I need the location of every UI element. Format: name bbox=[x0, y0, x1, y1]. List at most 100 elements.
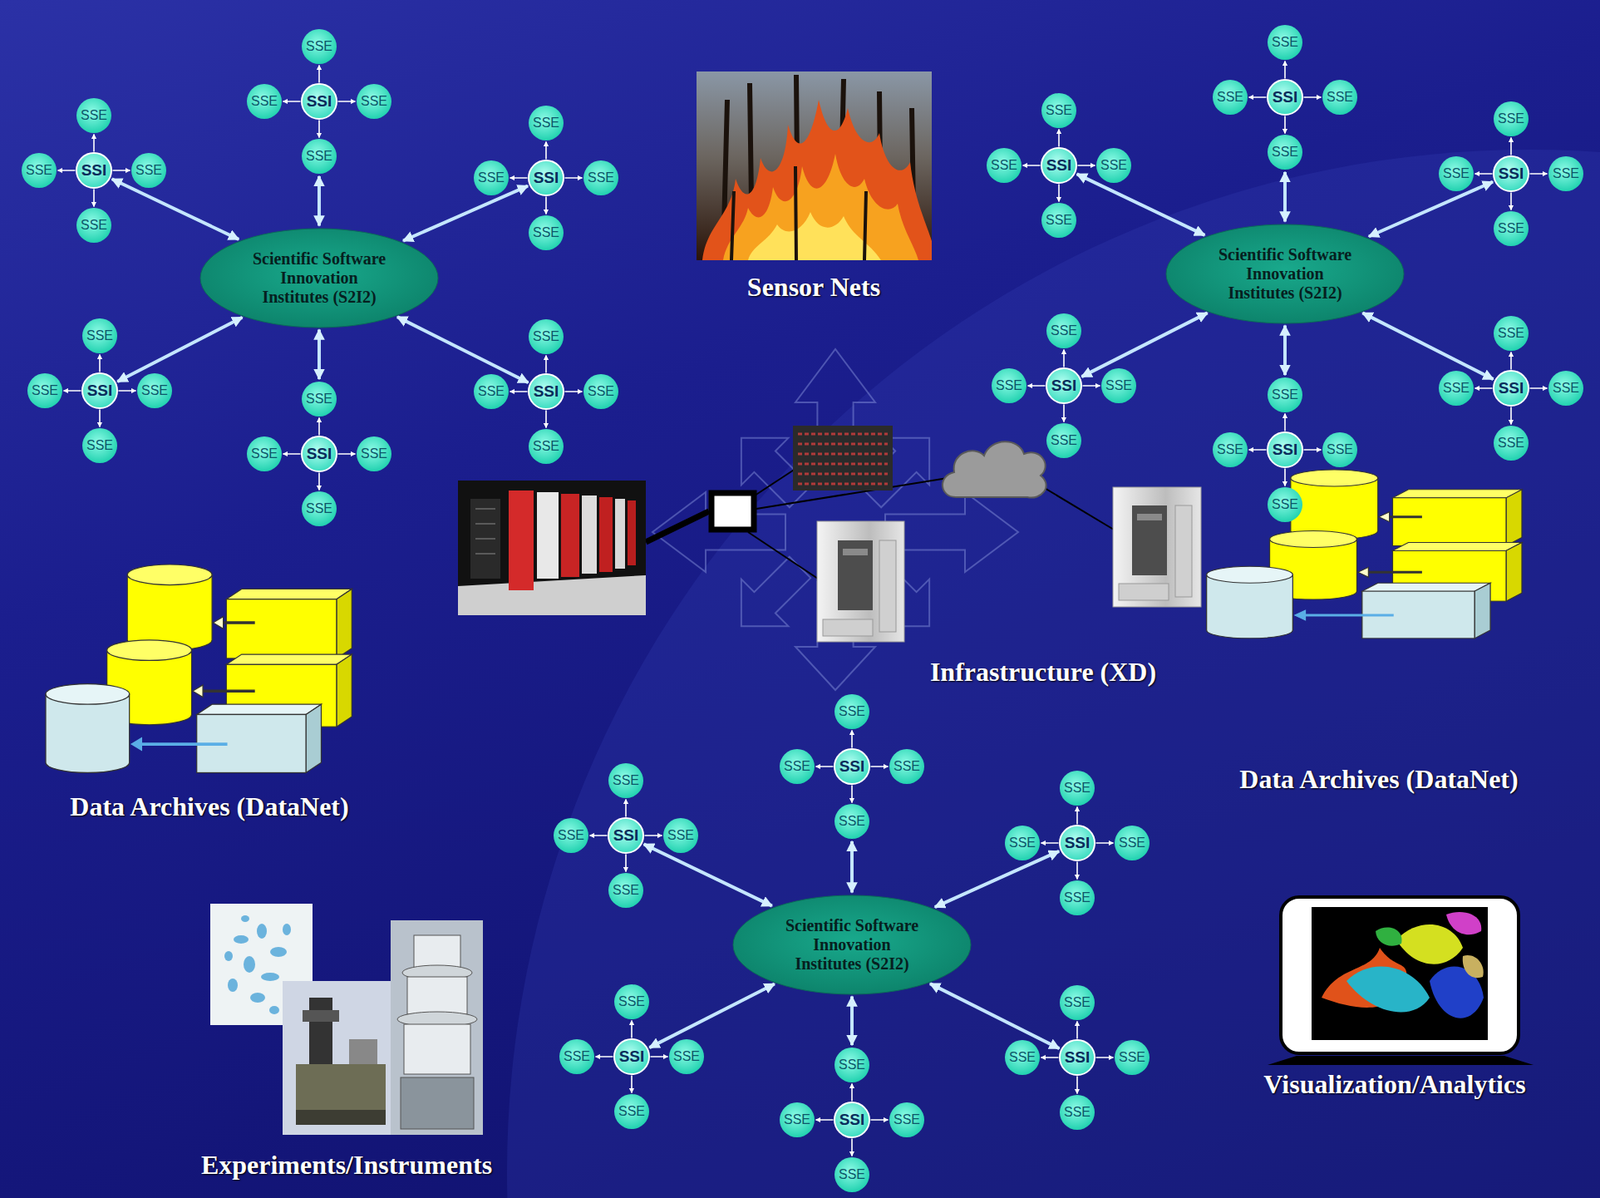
sse-circle: SSE bbox=[472, 373, 510, 410]
storage-server bbox=[1112, 487, 1202, 607]
circle-shape bbox=[889, 1102, 925, 1138]
sse-circle: SSE bbox=[662, 817, 700, 854]
circle-shape bbox=[1041, 202, 1077, 238]
node-label: SSE bbox=[893, 758, 921, 774]
institute-name: Scientific Software Innovation Institute… bbox=[781, 915, 923, 974]
data-archive-icon-part bbox=[139, 742, 228, 746]
visualization-monitor-part bbox=[1346, 966, 1430, 1013]
circle-shape bbox=[131, 152, 167, 188]
circle-shape bbox=[669, 1038, 704, 1074]
circle-shape bbox=[473, 374, 509, 409]
circle-shape bbox=[528, 215, 564, 251]
double-arrow bbox=[1283, 172, 1287, 222]
node-label: SSE bbox=[477, 170, 505, 186]
node-label: SSE bbox=[86, 438, 114, 453]
small-arrow bbox=[851, 1138, 853, 1157]
experiment-photos-part bbox=[390, 920, 483, 1135]
sse-circle: SSE bbox=[1113, 824, 1151, 862]
double-arrow bbox=[317, 176, 321, 227]
node-label: SSE bbox=[667, 827, 695, 843]
circle-shape bbox=[1041, 93, 1077, 128]
supercomputer-photo-part bbox=[536, 492, 559, 579]
circle-shape bbox=[1059, 880, 1095, 916]
circle-shape bbox=[834, 1102, 870, 1138]
circle-shape bbox=[27, 373, 63, 409]
small-arrow bbox=[1083, 384, 1101, 387]
small-arrow bbox=[630, 1075, 633, 1093]
small-arrow bbox=[510, 177, 528, 179]
circle-shape bbox=[1493, 211, 1529, 247]
experiment-photos-part bbox=[295, 1109, 386, 1125]
small-arrow bbox=[644, 834, 663, 837]
circle-shape bbox=[1114, 1039, 1150, 1075]
node-label: SSE bbox=[557, 827, 585, 843]
sse-circle: SSE bbox=[1058, 879, 1096, 916]
small-arrow bbox=[1249, 448, 1267, 451]
ssi-circle: SSI bbox=[1492, 369, 1530, 407]
circle-shape bbox=[1493, 101, 1529, 137]
node-label: SSE bbox=[618, 1103, 645, 1119]
double-arrow bbox=[850, 996, 854, 1045]
sse-circle: SSE bbox=[778, 748, 816, 785]
sse-circle: SSE bbox=[1058, 769, 1096, 807]
data-archive-icon-part bbox=[45, 694, 130, 773]
supercomputer-photo-part bbox=[561, 493, 580, 577]
sse-circle: SSE bbox=[26, 372, 64, 409]
sse-circle: SSE bbox=[75, 97, 113, 134]
node-label: SSE bbox=[532, 225, 560, 241]
network-wires-part bbox=[1034, 482, 1118, 532]
node-label: SSI bbox=[306, 444, 333, 463]
experiment-photos-part-part bbox=[250, 992, 266, 1003]
sse-circle: SSE bbox=[888, 748, 926, 785]
circle-shape bbox=[779, 1102, 815, 1138]
server-rack-photo-part bbox=[797, 433, 888, 484]
network-wires-part bbox=[752, 467, 798, 498]
circle-shape bbox=[76, 152, 112, 188]
background-arrows-part bbox=[885, 492, 1019, 572]
sse-circle: SSE bbox=[833, 802, 871, 840]
circle-shape bbox=[608, 763, 644, 798]
sse-circle: SSE bbox=[1095, 147, 1133, 184]
circle-shape bbox=[1493, 315, 1529, 351]
sse-circle: SSE bbox=[472, 159, 510, 197]
visualization-monitor-part bbox=[1396, 924, 1463, 965]
node-label: SSE bbox=[838, 704, 866, 719]
small-arrow bbox=[595, 1055, 614, 1058]
visualization-monitor-part bbox=[1375, 927, 1403, 946]
sse-circle: SSE bbox=[985, 147, 1023, 184]
supercomputer-photo-part bbox=[475, 508, 496, 554]
small-arrow bbox=[625, 854, 627, 872]
node-label: SSE bbox=[1271, 497, 1299, 512]
small-arrow bbox=[283, 452, 301, 455]
institute-ellipse: Scientific Software Innovation Institute… bbox=[198, 226, 440, 330]
circle-shape bbox=[608, 872, 644, 908]
node-label: SSE bbox=[673, 1048, 700, 1064]
data-archive-icon-part bbox=[336, 588, 352, 658]
visualization-monitor bbox=[1267, 896, 1534, 1065]
circle-shape bbox=[76, 207, 112, 243]
circle-shape bbox=[1212, 79, 1248, 115]
data-archive-icon-part bbox=[192, 684, 203, 698]
visualization-monitor-part bbox=[1311, 906, 1488, 1040]
circle-shape bbox=[528, 160, 564, 196]
experiment-photos-part bbox=[407, 976, 468, 1015]
experiment-photos-part-part bbox=[241, 915, 250, 922]
sse-circle: SSE bbox=[1492, 315, 1530, 352]
storage-server-part bbox=[1112, 487, 1202, 607]
sse-circle: SSE bbox=[1045, 422, 1083, 459]
small-arrow bbox=[510, 390, 528, 393]
sse-circle: SSE bbox=[1266, 486, 1304, 523]
experiment-photos-part bbox=[295, 1063, 386, 1110]
small-arrow bbox=[1475, 387, 1493, 389]
sse-circle: SSE bbox=[1437, 369, 1475, 407]
institute-name: Scientific Software Innovation Institute… bbox=[248, 249, 390, 307]
storage-server-part bbox=[1118, 583, 1169, 601]
server-rack-photo bbox=[792, 425, 893, 491]
circle-shape bbox=[1059, 1039, 1095, 1075]
sse-circle: SSE bbox=[75, 206, 113, 244]
node-label: SSE bbox=[1552, 380, 1580, 396]
double-arrow bbox=[935, 851, 1059, 907]
small-arrow bbox=[1063, 349, 1065, 368]
fire-photo bbox=[696, 71, 932, 261]
